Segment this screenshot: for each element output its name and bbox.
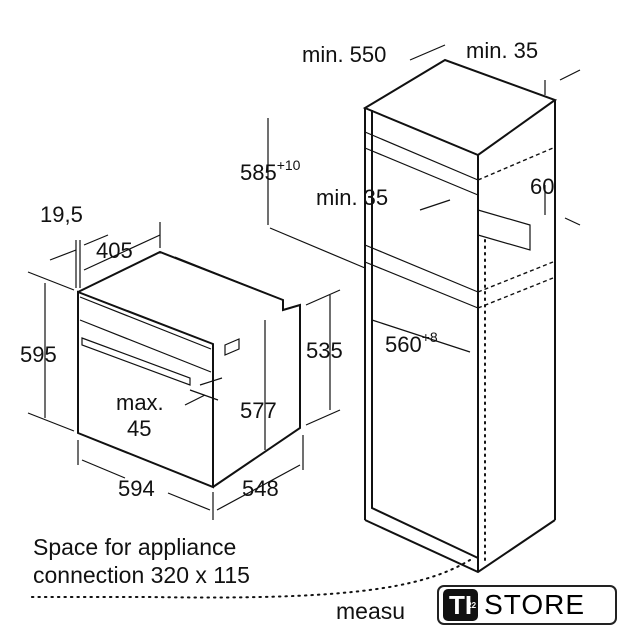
footer-text: measu <box>336 598 406 624</box>
dim-front-overhang: 19,5 <box>40 202 83 227</box>
connection-note: Space for appliance connection 320 x 115 <box>33 533 250 589</box>
dim-niche-width: 560+8 <box>385 329 438 357</box>
dim-side-gap: min. 35 <box>466 38 538 63</box>
dim-oven-depth: 548 <box>242 476 279 501</box>
dim-body-height: 535 <box>306 338 343 363</box>
dim-oven-height: 595 <box>20 342 57 367</box>
note-line-1: Space for appliance <box>33 534 237 560</box>
dim-rear-gap: min. 35 <box>316 185 388 210</box>
dim-door-max: 45 <box>127 416 151 441</box>
note-line-2: connection 320 x 115 <box>33 562 250 588</box>
dim-inner-height: 577 <box>240 398 277 423</box>
logo-text: STORE <box>484 589 586 620</box>
dim-niche-height: 585+10 <box>240 157 301 185</box>
dim-vent: 60 <box>530 174 554 199</box>
dim-oven-width: 594 <box>118 476 155 501</box>
oven-dimension-lines <box>27 222 341 520</box>
oven-drawing <box>77 250 301 489</box>
cabinet-dimension-lines <box>267 44 581 353</box>
dim-cabinet-depth: min. 550 <box>302 42 386 67</box>
cabinet-drawing <box>29 58 558 599</box>
dim-top-depth: 405 <box>96 238 133 263</box>
dim-door-max-label: max. <box>116 390 164 415</box>
